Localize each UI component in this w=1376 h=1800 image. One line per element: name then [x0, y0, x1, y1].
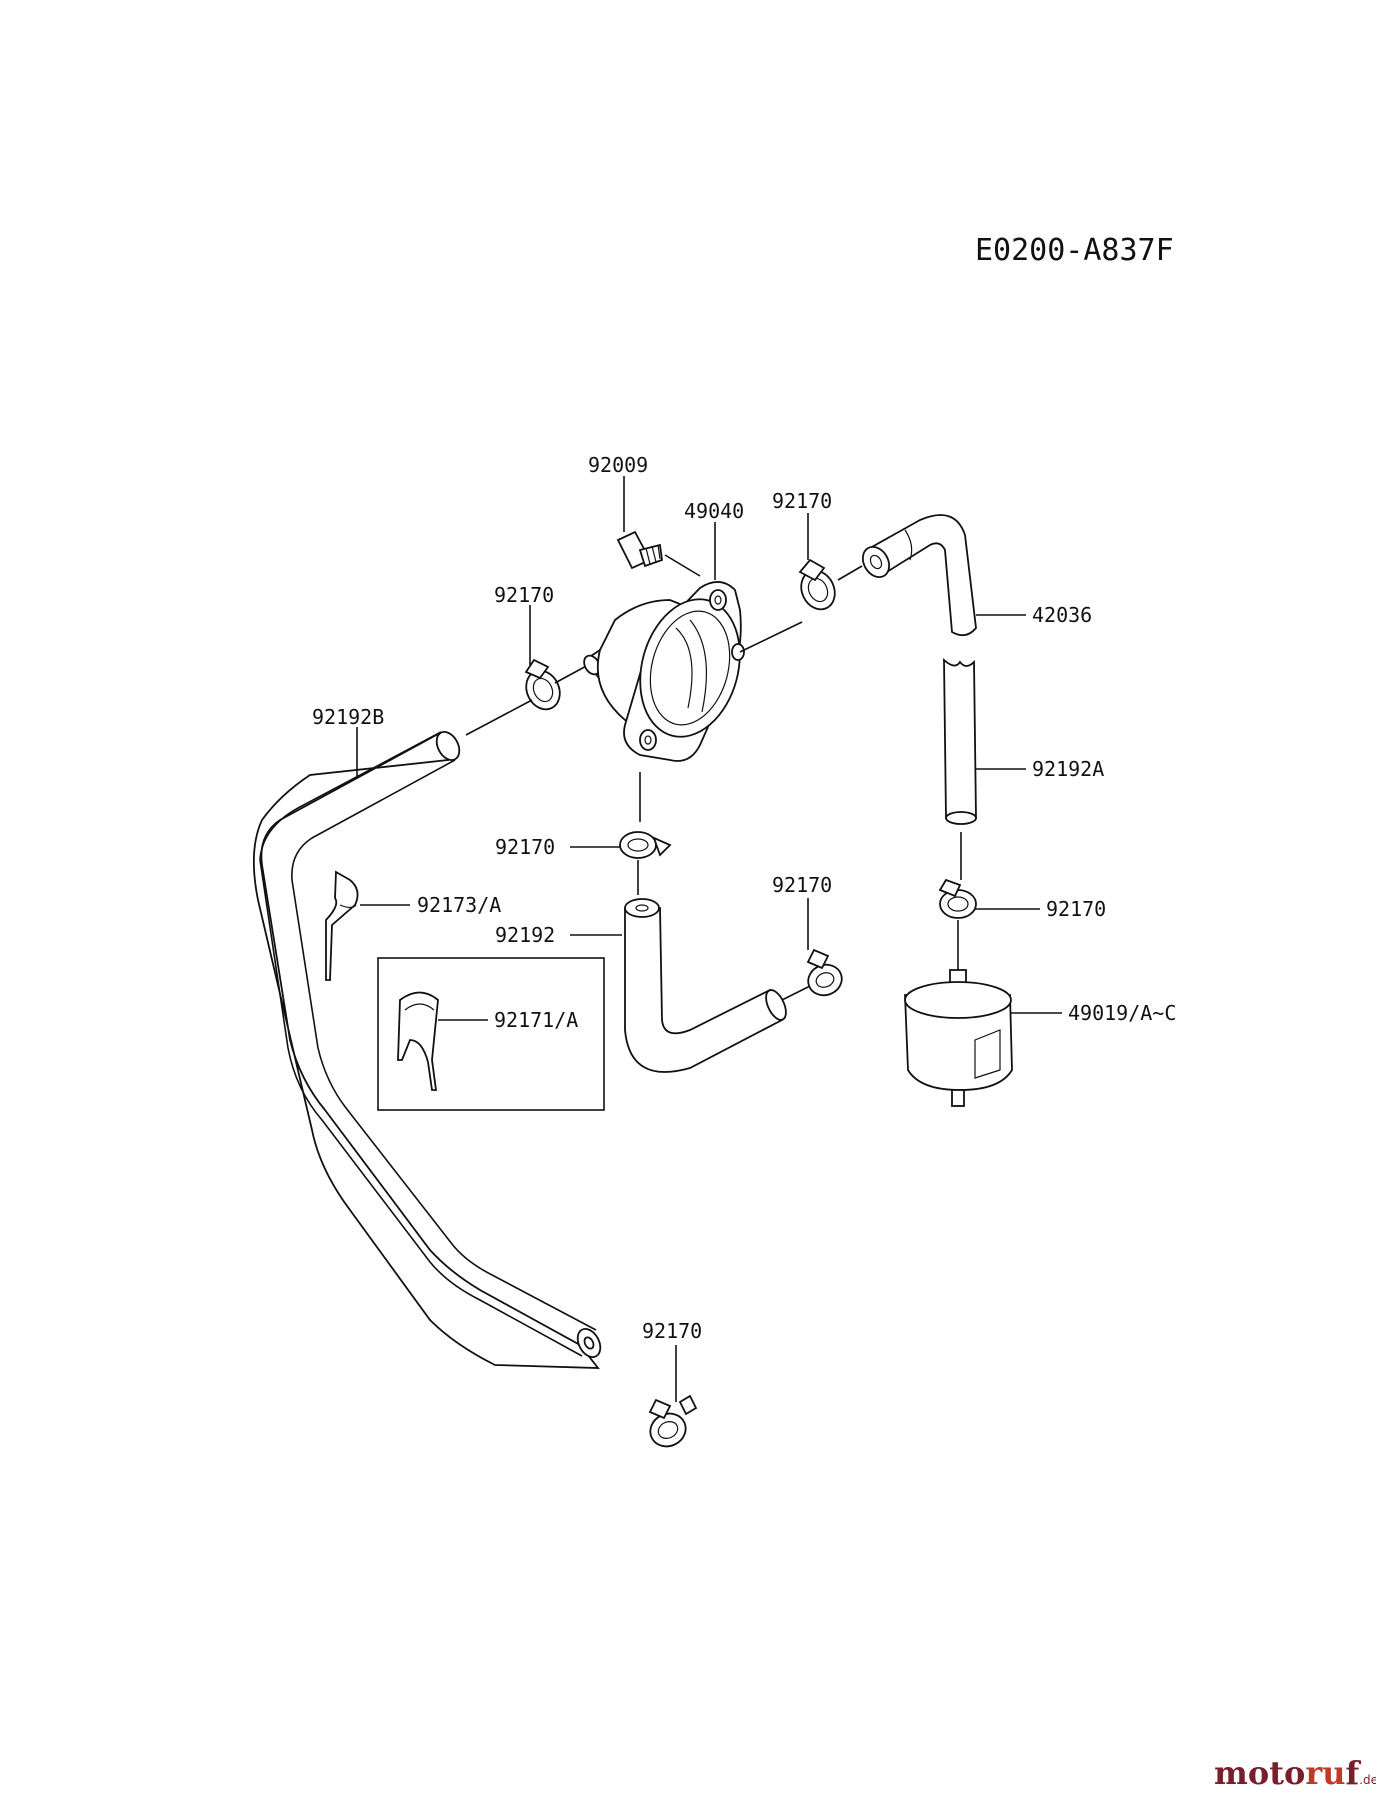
fuel-pump-49040 — [583, 581, 745, 762]
label-clamp-right-mid: 92170 — [772, 873, 832, 897]
clamp-right-mid — [806, 948, 843, 997]
hose-straight-92192a — [943, 657, 977, 825]
label-clip-inset: 92171/A — [494, 1008, 578, 1032]
clip-92171a — [397, 991, 439, 1091]
label-hose-long: 92192B — [312, 705, 384, 729]
label-hose-short: 92192 — [495, 923, 555, 947]
fuel-filter-49019 — [904, 969, 1013, 1107]
label-clamp-bottom: 92170 — [642, 1319, 702, 1343]
clamp-bottom — [648, 1394, 698, 1448]
label-clamp-filter: 92170 — [1046, 897, 1106, 921]
part-labels: 92009 49040 92170 42036 92170 92192B 921… — [312, 453, 1176, 1343]
hose-long-92192b — [252, 731, 602, 1369]
assembly-line-3 — [739, 621, 803, 653]
inset-box — [377, 957, 605, 1111]
watermark-suffix: .de — [1359, 1773, 1376, 1787]
hose-elbow-42036 — [861, 514, 977, 637]
assembly-line-2 — [554, 663, 591, 684]
watermark-logo: motoruf.de — [1214, 1754, 1376, 1792]
diagram-code: E0200-A837F — [975, 233, 1174, 268]
bolt-92009 — [616, 530, 663, 570]
clip-92173a — [325, 870, 359, 981]
label-hose-elbow: 42036 — [1032, 603, 1092, 627]
leader-lines — [356, 476, 1062, 1402]
watermark-part1: moto — [1214, 1754, 1305, 1792]
assembly-line-1 — [465, 699, 533, 736]
label-hose-straight: 92192A — [1032, 757, 1104, 781]
assembly-line-4 — [837, 565, 863, 581]
clamp-mid — [619, 831, 672, 859]
clamp-top — [798, 558, 836, 611]
label-clamp-left: 92170 — [494, 583, 554, 607]
bolt-line — [664, 554, 701, 577]
label-clamp-top: 92170 — [772, 489, 832, 513]
clamp-left — [524, 658, 561, 711]
label-clip: 92173/A — [417, 893, 501, 917]
svg-text:motoruf.de: motoruf.de — [1214, 1754, 1376, 1792]
label-bolt: 92009 — [588, 453, 648, 477]
label-fuel-pump: 49040 — [684, 499, 744, 523]
clamp-filter — [938, 878, 977, 919]
watermark-part3: f — [1345, 1754, 1361, 1792]
watermark-part2: ru — [1305, 1754, 1345, 1792]
assembly-line-9 — [781, 984, 813, 1001]
hose-short-92192 — [624, 898, 787, 1073]
label-fuel-filter: 49019/A~C — [1068, 1001, 1176, 1025]
label-clamp-mid: 92170 — [495, 835, 555, 859]
